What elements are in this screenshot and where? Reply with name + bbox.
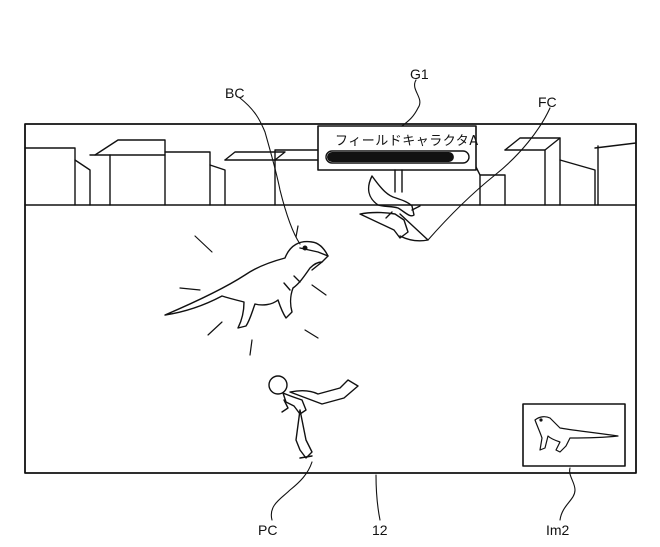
- thumbnail-window: [522, 403, 626, 467]
- leader-12: [375, 474, 381, 521]
- game-screen-frame: [24, 123, 637, 474]
- label-pc: PC: [258, 522, 278, 538]
- leader-g1: [401, 79, 421, 127]
- leader-fc: [427, 107, 551, 241]
- t-rex-icon: [164, 240, 329, 329]
- enemy-name: フィールドキャラクタA: [335, 134, 479, 149]
- runner-icon: [268, 375, 359, 459]
- health-bar-fill: [327, 152, 454, 162]
- leader-im2: [559, 467, 576, 521]
- label-screen: 12: [372, 522, 388, 538]
- pterodactyl-icon: [359, 175, 429, 242]
- enemy-gauge-window: [317, 125, 477, 193]
- label-g1: G1: [410, 66, 429, 82]
- leader-pc: [270, 461, 313, 521]
- label-im2: Im2: [546, 522, 570, 538]
- label-fc: FC: [538, 94, 557, 110]
- health-bar-outline: [325, 150, 470, 164]
- t-rex-thumbnail-icon: [534, 416, 619, 453]
- label-bc: BC: [225, 85, 245, 101]
- emphasis-lines: [179, 225, 327, 356]
- leader-lines: [239, 79, 576, 521]
- leader-bc: [239, 97, 301, 245]
